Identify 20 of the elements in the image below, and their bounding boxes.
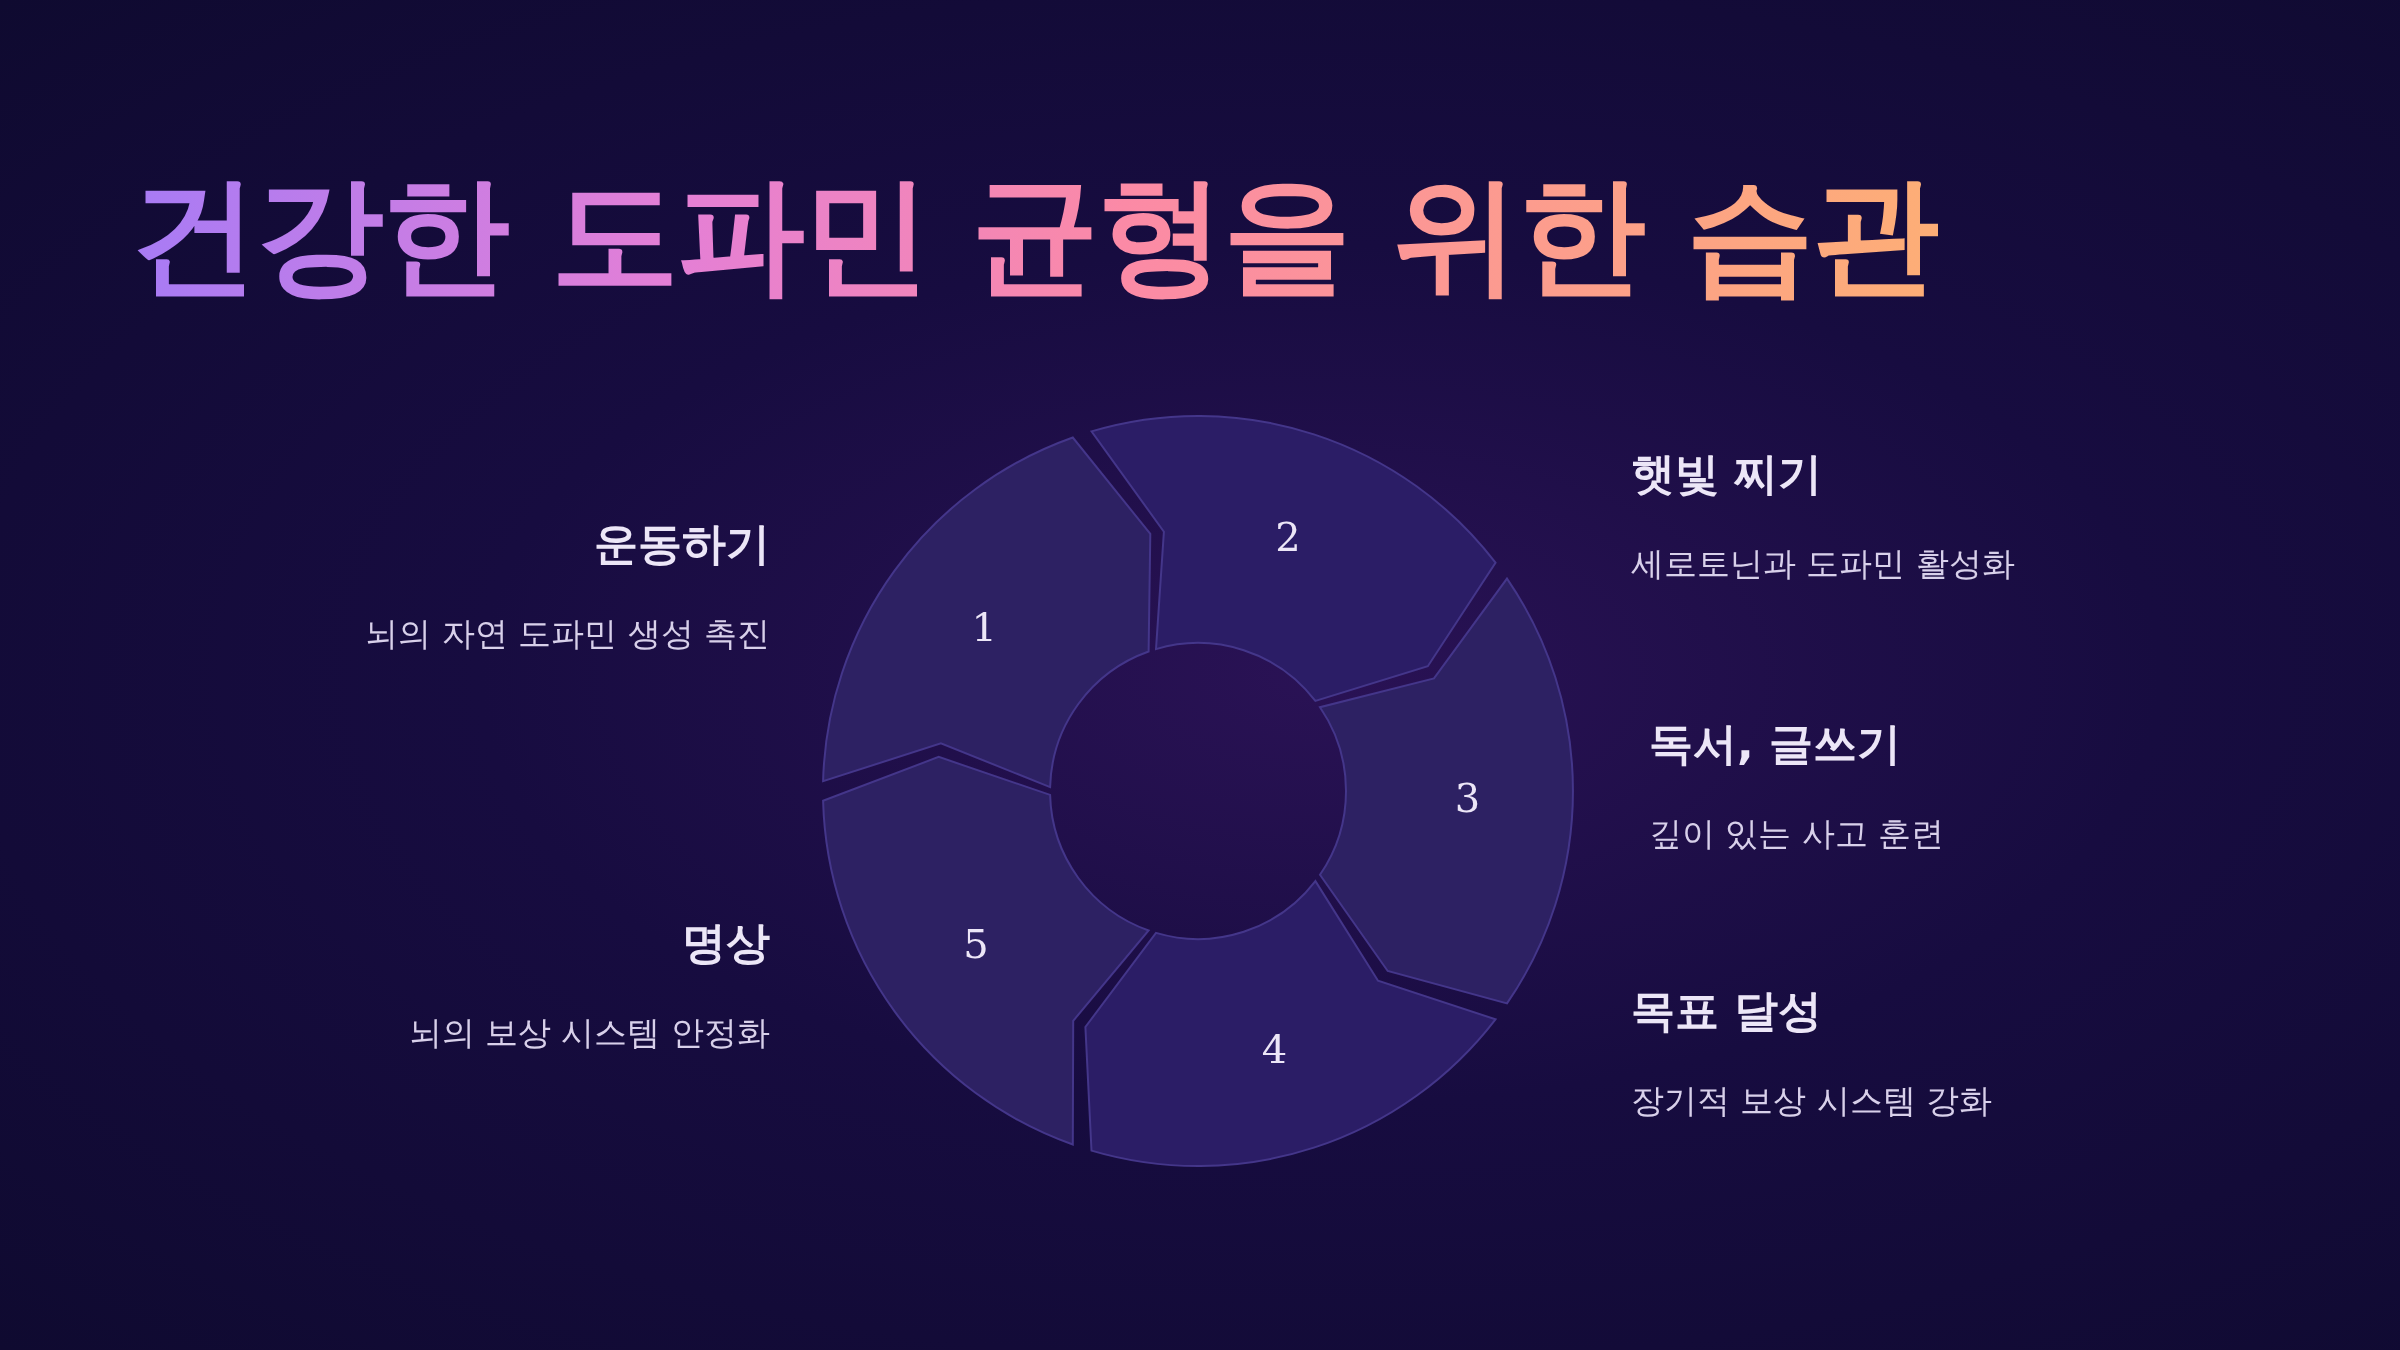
step-number: 3 bbox=[1454, 775, 1481, 822]
cycle-segment bbox=[1084, 880, 1497, 1167]
step-description: 세로토닌과 도파민 활성화 bbox=[1631, 543, 2015, 585]
step-description: 장기적 보상 시스템 강화 bbox=[1631, 1080, 1993, 1122]
cycle-segment bbox=[1090, 415, 1497, 702]
step-number: 5 bbox=[963, 920, 989, 967]
step-heading: 목표 달성 bbox=[1631, 984, 1823, 1038]
step-number: 4 bbox=[1261, 1026, 1288, 1073]
step-description: 뇌의 자연 도파민 생성 촉진 bbox=[365, 613, 770, 655]
cycle-segment bbox=[1319, 577, 1574, 1005]
step-description: 뇌의 보상 시스템 안정화 bbox=[408, 1012, 770, 1054]
step-description: 깊이 있는 사고 훈련 bbox=[1649, 813, 1945, 855]
step-heading: 독서, 글쓰기 bbox=[1649, 717, 1902, 771]
cycle-segment bbox=[822, 755, 1150, 1146]
step-heading: 운동하기 bbox=[594, 517, 770, 571]
step-number: 1 bbox=[971, 603, 997, 650]
step-number: 2 bbox=[1275, 513, 1301, 560]
step-heading: 명상 bbox=[682, 916, 770, 970]
step-heading: 햇빛 찌기 bbox=[1631, 447, 1823, 501]
cycle-segment bbox=[822, 436, 1152, 789]
